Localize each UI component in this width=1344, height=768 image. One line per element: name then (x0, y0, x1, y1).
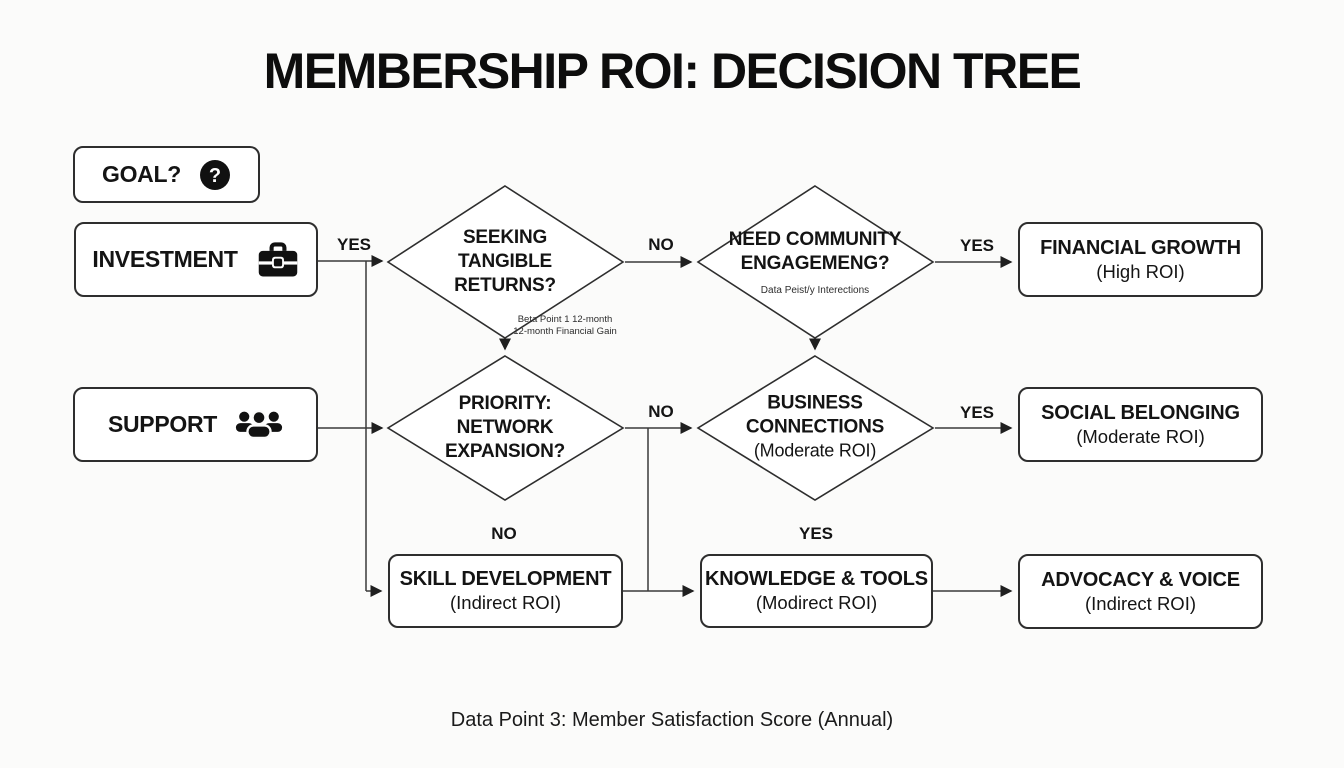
outcome-title: KNOWLEDGE & TOOLS (705, 568, 928, 590)
decision-line: EXPANSION? (444, 440, 566, 462)
edge-label-yes: YES (798, 524, 834, 543)
edge-label-no: NO (491, 524, 517, 543)
decision-line: PRIORITY: (458, 393, 552, 415)
social-belonging-box: SOCIAL BELONGING (Moderate ROI) (1018, 387, 1263, 462)
outcome-sub: (Moderate ROI) (1076, 425, 1205, 447)
outcome-sub: (Indirect ROI) (1084, 592, 1197, 614)
outcome-sub: (Modirect ROI) (755, 592, 878, 613)
decision-business-text: BUSINESS CONNECTIONS (Moderate ROI) (700, 392, 930, 463)
outcome-sub: (High ROI) (1096, 260, 1185, 282)
decision-community-text: NEED COMMUNITY ENGAGEMENG? (700, 228, 930, 276)
financial-growth-box: FINANCIAL GROWTH (High ROI) (1018, 222, 1263, 297)
outcome-title: SKILL DEVELOPMENT (399, 568, 612, 590)
edge-label-no: NO (648, 402, 674, 421)
decision-community-note: Data Peist/y Interections (760, 284, 870, 296)
diamond-community-engagement (696, 185, 935, 339)
skill-development-box: SKILL DEVELOPMENT (Indirect ROI) (388, 554, 623, 628)
outcome-title: SOCIAL BELONGING (1041, 401, 1240, 424)
outcome-sub: (Indirect ROI) (449, 592, 562, 613)
investment-label: INVESTMENT (92, 246, 238, 272)
outcome-title: FINANCIAL GROWTH (1040, 236, 1241, 259)
investment-box: INVESTMENT (74, 222, 318, 297)
decision-line: SEEKING (462, 227, 548, 249)
outcome-title: ADVOCACY & VOICE (1041, 568, 1240, 591)
briefcase-icon (258, 241, 297, 276)
decision-line: RETURNS? (454, 274, 556, 296)
knowledge-tools-box: KNOWLEDGE & TOOLS (Modirect ROI) (700, 554, 933, 628)
question-icon: ? (200, 159, 230, 190)
decision-line: CONNECTIONS (745, 416, 885, 438)
diamond-network-expansion (386, 355, 625, 501)
goal-box: GOAL? ? (73, 146, 260, 203)
decision-line: TANGIBLE (457, 251, 553, 273)
decision-network-text: PRIORITY: NETWORK EXPANSION? (390, 392, 620, 464)
connector-lines (318, 255, 1013, 597)
people-icon (235, 409, 283, 439)
support-box: SUPPORT (73, 387, 318, 462)
decision-seeking-note: Beta Point 1 12-month 12-month Financial… (513, 314, 617, 337)
edge-label-yes: YES (959, 403, 995, 422)
decision-sub: (Moderate ROI) (753, 440, 877, 461)
edge-label-yes: YES (959, 236, 995, 255)
decision-line: BUSINESS (767, 392, 863, 414)
decision-line: NEED COMMUNITY (728, 229, 902, 251)
footer-caption: Data Point 3: Member Satisfaction Score … (450, 709, 894, 731)
edge-label-yes: YES (336, 235, 372, 254)
diamond-seeking-returns (386, 185, 625, 339)
diamond-business-connections (696, 355, 935, 501)
diagram-title: MEMBERSHIP ROI: DECISION TREE (263, 43, 1082, 99)
edge-label-no: NO (648, 235, 674, 254)
support-label: SUPPORT (107, 411, 218, 437)
decision-line: ENGAGEMENG? (740, 253, 890, 274)
goal-label: GOAL? (102, 161, 181, 187)
decision-line: NETWORK (456, 417, 554, 439)
decision-seeking-text: SEEKING TANGIBLE RETURNS? (390, 226, 620, 298)
svg-text:?: ? (209, 165, 221, 187)
advocacy-voice-box: ADVOCACY & VOICE (Indirect ROI) (1018, 554, 1263, 629)
